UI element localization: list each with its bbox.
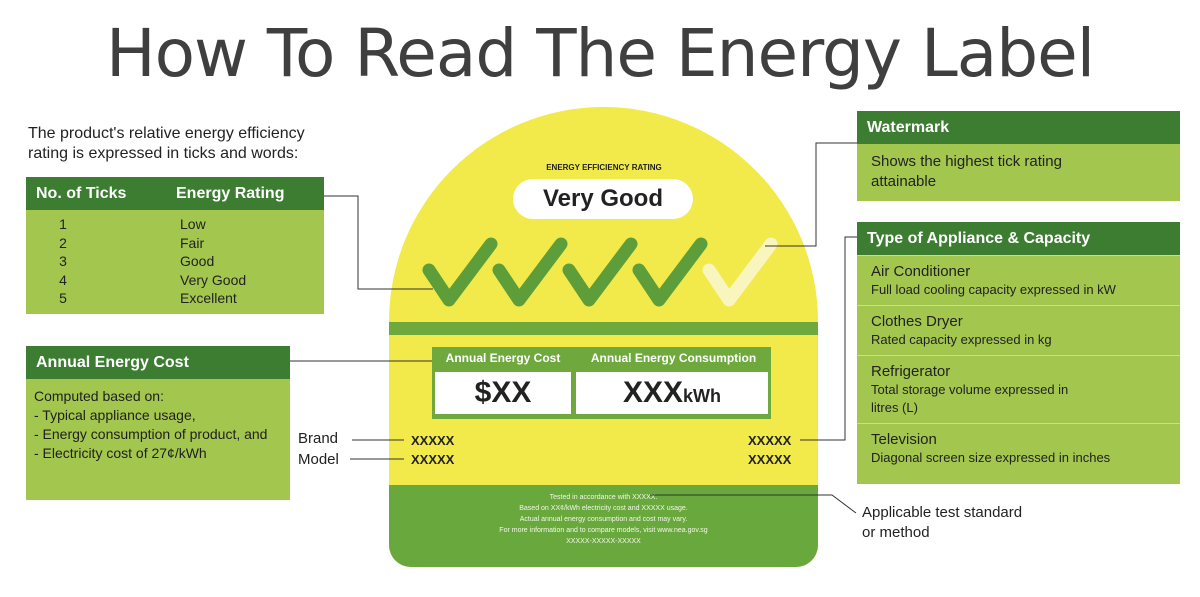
label-green-stripe	[389, 322, 818, 335]
table-row: 3 Good	[26, 252, 324, 271]
consumption-metric-value: XXXkWh	[576, 372, 768, 414]
cost-line: - Energy consumption of product, and	[34, 426, 268, 442]
table-row: 4 Very Good	[26, 271, 324, 290]
appliance-panel-heading: Type of Appliance & Capacity	[857, 222, 1180, 255]
rating-word: Excellent	[180, 290, 237, 306]
rating-word: Good	[180, 253, 215, 269]
intro-line-2: rating is expressed in ticks and words:	[28, 145, 299, 162]
cost-line: - Typical appliance usage,	[34, 407, 196, 423]
tick-count: 4	[59, 271, 67, 288]
rating-word: Very Good	[180, 271, 247, 288]
watermark-line-2: attainable	[871, 173, 937, 190]
ticks-rating-table: No. of Ticks Energy Rating 1 Low 2 Fair 3 G…	[26, 177, 324, 314]
ticks-table-header: No. of Ticks Energy Rating	[26, 177, 324, 210]
test-standard-callout: Applicable test standard or method	[862, 503, 1022, 543]
rating-word: Fair	[180, 234, 205, 251]
cost-metric-value: $XX	[435, 372, 571, 414]
table-row: 2 Fair	[26, 234, 324, 253]
appliance-desc: Diagonal screen size expressed in inches	[871, 450, 1111, 465]
cost-line: Computed based on:	[34, 388, 164, 404]
test-callout-line-1: Applicable test standard	[862, 504, 1023, 521]
watermark-heading: Watermark	[857, 111, 1180, 144]
appliance-item: Air Conditioner Full load cooling capaci…	[857, 255, 1180, 305]
footer-line: For more information and to compare mode…	[499, 527, 708, 534]
rating-word: Low	[180, 216, 206, 232]
appliance-name: Air Conditioner	[871, 263, 971, 280]
test-callout-line-2: or method	[862, 524, 930, 541]
footer-line: Actual annual energy consumption and cos…	[519, 516, 688, 523]
cost-line: - Electricity cost of 27¢/kWh	[34, 445, 207, 461]
tick-mark	[422, 237, 498, 307]
tick-marks	[422, 237, 778, 307]
footer-line: Based on XX¢/kWh electricity cost and XX…	[519, 505, 688, 512]
appliance-name: Clothes Dryer	[871, 313, 963, 330]
cost-panel-heading: Annual Energy Cost	[26, 346, 290, 379]
tick-rating-marks	[422, 237, 778, 307]
rating-word-pill: Very Good	[513, 179, 693, 219]
appliance-desc-2: litres (L)	[871, 400, 918, 415]
cost-metric-heading: Annual Energy Cost	[445, 351, 561, 365]
model-right-placeholder: XXXXX	[748, 452, 792, 467]
consumption-number: XXX	[622, 376, 684, 409]
watermark-line-1: Shows the highest tick rating	[871, 153, 1062, 170]
table-row: 1 Low	[26, 215, 324, 234]
intro-line-1: The product's relative energy efficiency	[28, 125, 305, 142]
tick-mark	[632, 237, 708, 307]
brand-right-placeholder: XXXXX	[748, 433, 792, 448]
appliance-item: Refrigerator Total storage volume expres…	[857, 355, 1180, 423]
annual-energy-cost-panel: Annual Energy Cost Computed based on: - …	[26, 346, 290, 500]
model-callout-label: Model	[298, 451, 339, 468]
appliance-desc: Total storage volume expressed in	[871, 382, 1069, 397]
footer-line: XXXXX-XXXXX-XXXXX	[566, 538, 641, 545]
appliance-item: Television Diagonal screen size expresse…	[857, 423, 1180, 473]
model-left-placeholder: XXXXX	[411, 452, 455, 467]
appliance-name: Refrigerator	[871, 363, 951, 380]
footer-line: Tested in accordance with XXXXX.	[549, 494, 658, 501]
watermark-panel: Watermark Shows the highest tick rating …	[857, 111, 1180, 201]
rating-caption: ENERGY EFFICIENCY RATING	[546, 163, 662, 172]
tick-count: 1	[59, 216, 67, 232]
consumption-unit: kWh	[683, 386, 722, 406]
energy-metrics-box: Annual Energy Cost Annual Energy Consump…	[432, 347, 771, 419]
cost-panel-body: Computed based on: - Typical appliance u…	[26, 379, 290, 471]
tick-count: 3	[59, 253, 67, 269]
ticks-col-header: No. of Ticks	[36, 185, 127, 202]
tick-mark	[562, 237, 638, 307]
rating-col-header: Energy Rating	[176, 185, 285, 202]
tick-mark	[492, 237, 568, 307]
consumption-metric-heading: Annual Energy Consumption	[590, 351, 757, 365]
watermark-body: Shows the highest tick rating attainable	[857, 144, 1180, 200]
appliance-name: Television	[871, 431, 937, 448]
intro-text: The product's relative energy efficiency…	[28, 124, 305, 164]
page-title: How To Read The Energy Label	[105, 15, 1095, 92]
tick-count: 5	[59, 290, 67, 306]
appliance-item: Clothes Dryer Rated capacity expressed i…	[857, 305, 1180, 355]
appliance-desc: Rated capacity expressed in kg	[871, 332, 1052, 347]
brand-left-placeholder: XXXXX	[411, 433, 455, 448]
label-footer-text: Tested in accordance with XXXXX. Based o…	[389, 492, 818, 547]
appliance-desc: Full load cooling capacity expressed in …	[871, 282, 1116, 297]
table-row: 5 Excellent	[26, 289, 324, 308]
appliance-capacity-panel: Type of Appliance & Capacity Air Conditi…	[857, 222, 1180, 484]
watermark-tick-mark	[702, 237, 778, 307]
brand-callout-label: Brand	[298, 430, 339, 447]
tick-count: 2	[59, 234, 67, 251]
